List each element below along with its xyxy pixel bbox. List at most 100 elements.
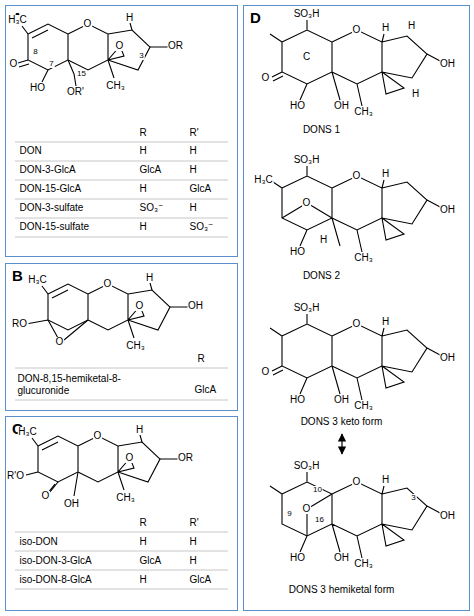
atom-label: OR	[167, 41, 184, 51]
atom-label: CH₃	[125, 341, 146, 351]
table-cell: DON	[20, 146, 42, 156]
atom-label: HO	[289, 553, 306, 563]
table-cell: R'	[190, 518, 199, 528]
atom-label: O	[41, 491, 51, 501]
atom-label: H₃C	[17, 427, 38, 437]
atom-label: SO₃H	[293, 155, 321, 165]
table-cell: GlcA	[190, 575, 212, 585]
atom-label: H₃C	[253, 175, 274, 185]
compound-name: DONS 3 hemiketal form	[287, 585, 397, 595]
atom-label: O	[302, 198, 312, 208]
atom-label: OH	[439, 511, 456, 521]
table-cell: R	[140, 518, 147, 528]
atom-number: 3	[410, 494, 416, 502]
atom-label: O	[115, 41, 125, 51]
atom-label: CH₃	[105, 81, 126, 91]
atom-label: SO₃H	[293, 303, 321, 313]
panel-letter: D	[250, 9, 261, 26]
atom-label: RO	[11, 319, 28, 329]
atom-label: O	[261, 367, 271, 377]
compound-name: DONS 1	[301, 125, 342, 135]
atom-label: CH₃	[353, 559, 374, 569]
atom-label: HO	[289, 101, 306, 111]
atom-number: 15	[76, 70, 87, 78]
atom-label: CH₃	[353, 253, 374, 263]
table-cell: R	[198, 354, 205, 364]
atom-label: O	[55, 337, 65, 347]
atom-label: HO	[289, 395, 306, 405]
atom-label: H	[381, 317, 390, 327]
panel-box: DSO₃HHOHOHCOHOOHHCH₃DONS 1SO₃HOHOHH₃COHO…	[243, 5, 470, 611]
table-cell: SO₃⁻	[190, 222, 214, 232]
atom-number: 8	[32, 48, 38, 56]
atom-label: OR'	[66, 87, 85, 97]
atom-label: OH	[333, 553, 350, 563]
atom-label: SO₃H	[293, 9, 321, 19]
table-cell: H	[190, 203, 197, 213]
table-cell: H	[140, 146, 147, 156]
table-cell: iso-DON-3-GlcA	[20, 556, 92, 566]
atom-label: O	[261, 73, 271, 83]
atom-label: O	[9, 59, 19, 69]
atom-label: O	[83, 19, 93, 29]
atom-label: H	[381, 169, 390, 179]
atom-label: H	[145, 273, 154, 283]
atom-label: H	[135, 425, 144, 435]
atom-label: OH	[439, 59, 456, 69]
table-cell: iso-DON-8-GlcA	[20, 575, 92, 585]
table-cell: H	[190, 146, 197, 156]
atom-label: CH₃	[353, 107, 374, 117]
atom-label: HO	[289, 247, 306, 257]
atom-label: H	[125, 13, 134, 23]
table-cell: GlcA	[195, 385, 217, 395]
atom-label: CH₃	[115, 493, 136, 503]
atom-label: OH	[187, 301, 204, 311]
atom-label: O	[135, 301, 145, 311]
table-cell: DON-8,15-hemiketal-8-glucuronide	[18, 373, 146, 397]
panel-box: BH₃COHOHROOCH₃ORDON-8,15-hemiketal-8-glu…	[5, 263, 238, 411]
atom-number: 10	[312, 486, 323, 494]
atom-number: 16	[314, 516, 325, 524]
atom-label: O	[93, 431, 103, 441]
table-cell: DON-15-GlcA	[20, 184, 82, 194]
table-cell: R'	[190, 128, 199, 138]
table-cell: DON-15-sulfate	[20, 222, 89, 232]
atom-label: OR	[177, 453, 194, 463]
table-cell: iso-DON	[20, 537, 58, 547]
atom-number: 3	[138, 52, 144, 60]
atom-label: OH	[439, 205, 456, 215]
table-cell: H	[140, 575, 147, 585]
table-cell: GlcA	[140, 556, 162, 566]
table-cell: H	[190, 537, 197, 547]
table-cell: SO₃⁻	[140, 203, 164, 213]
compound-name: DONS 2	[301, 271, 342, 281]
atom-label: H₃C	[27, 275, 48, 285]
atom-label: H	[381, 23, 390, 33]
atom-label: H	[381, 475, 390, 485]
atom-number: 7	[48, 60, 54, 68]
atom-label: H₃C	[7, 15, 28, 25]
atom-label: O	[125, 453, 135, 463]
panel-box: AH₃CO87HOOR'15CH₃OH3ORORR'DONHHDON-3-Glc…	[5, 5, 238, 257]
table-cell: H	[190, 556, 197, 566]
atom-label: OH	[63, 499, 80, 509]
atom-label: C	[302, 52, 311, 62]
atom-number: 9	[286, 510, 292, 518]
atom-label: OH	[333, 101, 350, 111]
atom-label: SO₃H	[293, 461, 321, 471]
panel-box: CH₃COHORR'OOOHCH₃ORR'iso-DONHHiso-DON-3-…	[5, 416, 238, 611]
table-cell: DON-3-sulfate	[20, 203, 84, 213]
atom-label: O	[302, 504, 312, 514]
table-cell: GlcA	[190, 184, 212, 194]
compound-name: DONS 3 keto form	[299, 417, 385, 427]
atom-label: H	[411, 89, 420, 99]
atom-label: R'O	[6, 471, 25, 481]
table-cell: H	[140, 184, 147, 194]
table-cell: H	[190, 165, 197, 175]
atom-label: OH	[333, 395, 350, 405]
atom-label: OH	[439, 353, 456, 363]
atom-label: HO	[29, 83, 46, 93]
table-cell: H	[140, 222, 147, 232]
table-cell: R	[140, 128, 147, 138]
atom-label: O	[103, 279, 113, 289]
